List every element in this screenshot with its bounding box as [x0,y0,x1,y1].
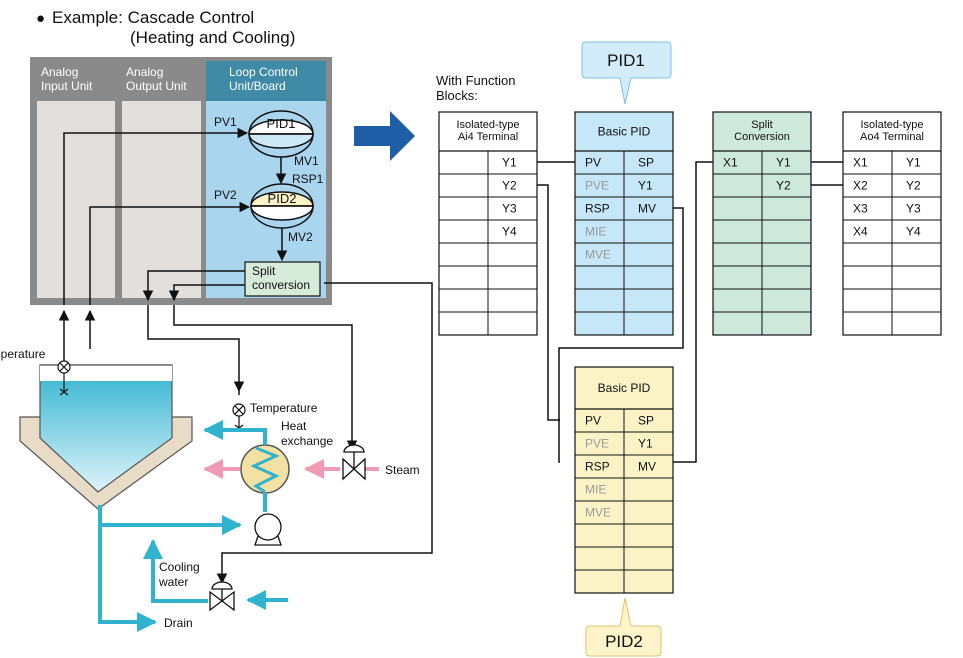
ao4-cell-right-y1: Y1 [906,156,921,170]
mv2-label: MV2 [288,230,313,244]
ao4-cell-right-y3: Y3 [906,202,921,216]
ao4-block-title: Isolated-type [861,119,924,131]
right-arrow-icon [354,111,415,161]
ai4-block-title: Ai4 Terminal [458,131,518,143]
pid2-cell-left-pv: PV [585,414,601,428]
title-line1: Example: Cascade Control [52,8,254,27]
split-block-title: Split [751,119,772,131]
function-blocks-label-2: Blocks: [436,88,478,103]
split-cell-left-x1: X1 [723,156,738,170]
heat-exchanger [240,444,290,494]
analog-output-label-1: Analog [126,65,163,79]
heat-exchange-label-1: Heat [281,419,307,433]
pid2-cell-left-rsp: RSP [585,460,610,474]
hx-temperature-sensor-icon [232,403,246,432]
ai4-cell-right-y3: Y3 [502,202,517,216]
analog-output-unit [122,101,201,298]
pid2-cell-left-pve: PVE [585,437,609,451]
ai4-block-title: Isolated-type [457,119,520,131]
analog-output-label-2: Output Unit [126,79,187,93]
pid1-node: PID1 [248,110,314,158]
pid2-cell-left-mie: MIE [585,483,606,497]
pv1-label: PV1 [214,115,237,129]
heat-exchange-label-2: exchange [281,434,333,448]
analog-input-label-2: Input Unit [41,79,93,93]
ao4-block-title: Ao4 Terminal [860,131,924,143]
pid2-cell-left-mve: MVE [585,506,611,520]
pv2-label: PV2 [214,188,237,202]
hx-temperature-label: Temperature [250,401,318,415]
cooling-water-pipes [98,420,288,632]
loop-control-label-1: Loop Control [229,65,298,79]
mv1-label: MV1 [294,154,319,168]
pid2-callout-label: PID2 [605,632,643,651]
pid1-callout: PID1 [581,41,672,105]
ai4-cell-right-y1: Y1 [502,156,517,170]
split-cell-right-y2: Y2 [776,179,791,193]
cooling-valve-icon [209,581,235,612]
pump-icon [254,513,282,546]
tank-temperature-label: Temperature [0,347,46,361]
pid2-cell-right-y1: Y1 [638,437,653,451]
analog-input-label-1: Analog [41,65,78,79]
split-conversion-label-2: conversion [252,278,310,292]
ao4-cell-left-x3: X3 [853,202,868,216]
pid2-label: PID2 [268,191,297,206]
loop-control-header [206,61,326,101]
steam-valve-icon [342,444,366,481]
steam-label: Steam [385,463,420,477]
pid1-cell-left-mie: MIE [585,225,606,239]
ao4-cell-left-x4: X4 [853,225,868,239]
ao4-cell-left-x2: X2 [853,179,868,193]
ai4-cell-right-y2: Y2 [502,179,517,193]
pid2-callout: PID2 [585,597,662,657]
pid1-cell-right-mv: MV [638,202,656,216]
split-conversion-label-1: Split [252,264,276,278]
tank-temperature-sensor-icon [57,360,71,396]
title-line2: (Heating and Cooling) [130,28,295,47]
title-bullet: ● [36,10,45,27]
pid1-cell-left-pv: PV [585,156,601,170]
ao4-cell-right-y4: Y4 [906,225,921,239]
function-blocks-label-1: With Function [436,73,515,88]
block-wiring [537,161,843,463]
pid1-callout-label: PID1 [607,51,645,70]
pid1-cell-left-mve: MVE [585,248,611,262]
loop-signal-lines [58,127,433,585]
pid2-cell-right-mv: MV [638,460,656,474]
split-cell-right-y1: Y1 [776,156,791,170]
pid1-cell-right-sp: SP [638,156,654,170]
drain-label: Drain [164,616,193,630]
cooling-water-label-1: Cooling [159,560,200,574]
ai4-cell-right-y4: Y4 [502,225,517,239]
cooling-water-label-2: water [158,575,188,589]
pid2-block-title: Basic PID [598,381,651,395]
rsp1-label: RSP1 [292,172,324,186]
tank [19,364,193,510]
pid1-label: PID1 [267,116,296,131]
split-block-title: Conversion [734,131,790,143]
pid1-cell-left-pve: PVE [585,179,609,193]
ao4-cell-right-y2: Y2 [906,179,921,193]
loop-control-label-2: Unit/Board [229,79,286,93]
pid1-block-title: Basic PID [598,125,651,139]
pid1-cell-right-y1: Y1 [638,179,653,193]
pid1-cell-left-rsp: RSP [585,202,610,216]
split-conversion-box [244,261,321,297]
analog-input-unit [37,101,115,298]
pid2-cell-right-sp: SP [638,414,654,428]
ao4-cell-left-x1: X1 [853,156,868,170]
